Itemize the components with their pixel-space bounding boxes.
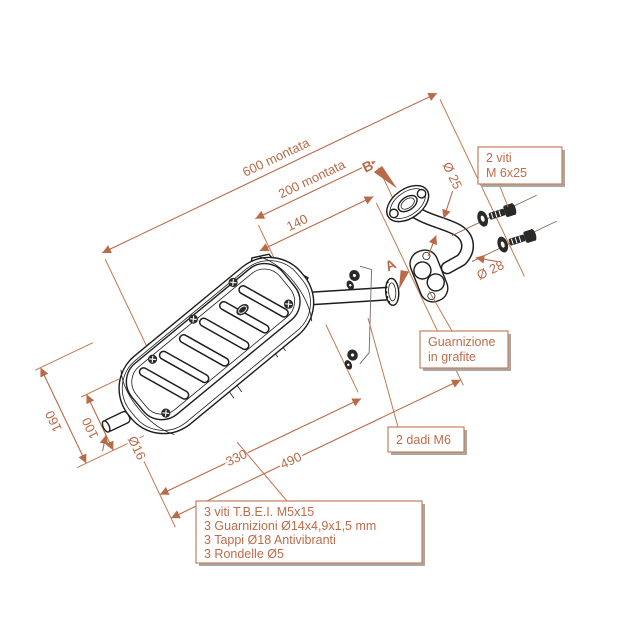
muffler-body	[101, 256, 315, 435]
gasket-plate	[409, 249, 449, 303]
callout-layer: 2 viti M 6x25 Guarnizione in grafite 2 d…	[195, 146, 565, 566]
ext-line-160-top	[34, 342, 94, 371]
rotated-drawing-frame: 600 montata 200 montata 140 330 490	[34, 92, 557, 528]
ext-line-tail-plane	[143, 461, 176, 528]
nut-washer-2	[344, 349, 358, 370]
callout-screws-line1: 2 viti	[486, 151, 512, 165]
callout-gasket-line1: Guarnizione	[428, 335, 495, 349]
nut-washer-1	[346, 269, 360, 290]
callout-screws: 2 viti M 6x25	[477, 146, 565, 187]
shield-screws	[147, 277, 294, 418]
dim-arrow-o16	[99, 434, 109, 452]
dim-label-490: 490	[278, 449, 304, 472]
artwork-layer	[101, 184, 557, 435]
callout-nuts: 2 dadi M6	[387, 426, 467, 455]
muffler-inlet-pipe	[293, 286, 396, 307]
marker-arrow-B	[373, 165, 398, 189]
dim-arrow-o28	[475, 254, 498, 264]
dim-label-140: 140	[284, 211, 310, 234]
leader-nuts	[367, 317, 399, 428]
parts-list-item-2: 3 Guarnizioni Ø14x4,9x1,5 mm	[204, 519, 376, 533]
parts-list-item-3: 3 Tappi Ø18 Antivibranti	[204, 533, 336, 547]
callout-screws-line2: M 6x25	[486, 166, 527, 180]
dim-line-600	[101, 92, 438, 254]
bolt-washer-2	[497, 228, 537, 253]
bolt-washer-1	[477, 203, 517, 227]
dim-arrow-o25-b	[427, 235, 438, 257]
dim-label-200: 200 montata	[276, 156, 348, 201]
ext-line-600-right	[439, 99, 525, 277]
leader-parts	[236, 441, 288, 502]
marker-arrow-A	[398, 270, 410, 290]
leader-gasket	[428, 290, 453, 332]
ext-line-outlet-base	[76, 435, 145, 469]
nuts-group-bracket-line	[359, 265, 373, 364]
parts-list-item-4: 3 Rondelle Ø5	[204, 547, 284, 561]
callout-nuts-label: 2 dadi M6	[396, 433, 451, 447]
marker-label-B: B	[360, 157, 376, 176]
dim-label-o28: Ø 28	[474, 257, 506, 283]
cylinder-flange	[386, 184, 430, 223]
parts-list-box: 3 viti T.B.E.I. M5x15 3 Guarnizioni Ø14x…	[195, 500, 425, 566]
joint-cup	[384, 277, 400, 307]
leader-screws	[498, 183, 509, 208]
dim-line-490	[170, 379, 462, 519]
callout-gasket: Guarnizione in grafite	[419, 330, 511, 371]
callout-gasket-line2: in grafite	[428, 350, 476, 364]
dim-label-330: 330	[223, 446, 249, 469]
header-pipe	[403, 202, 474, 275]
dim-label-o16: Ø16	[125, 434, 149, 463]
dim-line-100	[86, 394, 114, 451]
brand-logo-mark	[236, 303, 249, 316]
heat-shield-slots	[138, 285, 289, 400]
dim-label-o25: Ø 25	[440, 160, 466, 192]
dim-line-160	[40, 367, 87, 464]
ext-line-100-top	[80, 378, 120, 398]
marker-label-A: A	[382, 256, 398, 275]
dim-label-600: 600 montata	[240, 135, 312, 180]
dim-line-140	[259, 196, 374, 252]
parts-list-item-1: 3 viti T.B.E.I. M5x15	[204, 505, 314, 519]
dim-arrow-o25-a	[442, 190, 454, 219]
